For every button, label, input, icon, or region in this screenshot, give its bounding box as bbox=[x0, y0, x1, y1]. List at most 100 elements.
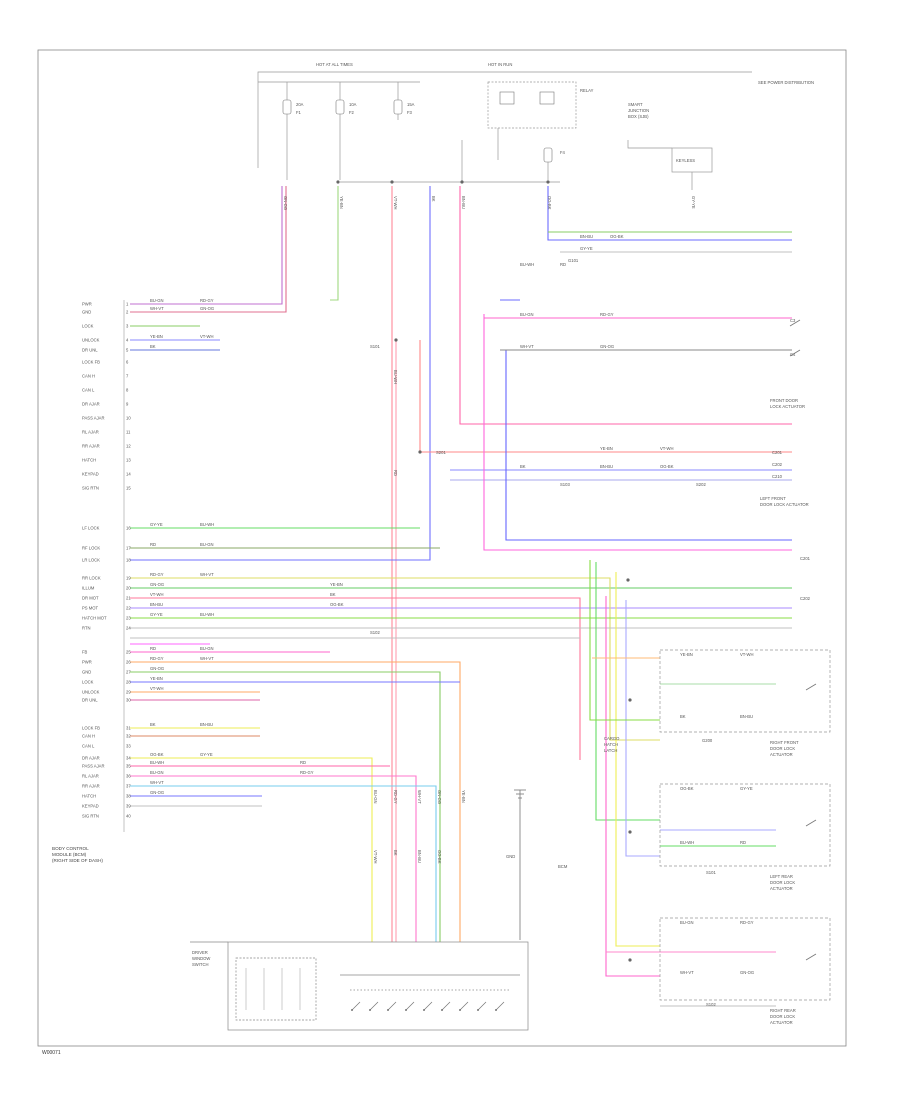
bcm-pin-number: 29 bbox=[126, 690, 131, 695]
bcm-pin-label: RL AJAR bbox=[82, 430, 99, 435]
switch-terminal bbox=[477, 1009, 479, 1011]
driver-window-label-1: DRIVER bbox=[192, 950, 208, 955]
wire-code-label: VT-WH bbox=[393, 196, 398, 210]
wire-code-label: BN-BU bbox=[580, 234, 593, 239]
wire-code-label: WH-VT bbox=[200, 656, 214, 661]
wire-code-label: BK bbox=[431, 196, 436, 202]
bcm-pin-number: 38 bbox=[126, 794, 131, 799]
left-front-label-1: LEFT FRONT bbox=[760, 496, 786, 501]
bcm-title-3: (RIGHT SIDE OF DASH) bbox=[52, 858, 103, 863]
switch-contact-icon bbox=[351, 1001, 361, 1011]
wire-code-label: BU-GN bbox=[520, 312, 534, 317]
wire-segment bbox=[459, 186, 792, 425]
switch-contact-icon bbox=[805, 683, 817, 691]
wire-code-label: BU-GN bbox=[373, 790, 378, 804]
bcm-pin-number: 8 bbox=[126, 388, 129, 393]
wire-code-label: BU-GN bbox=[200, 542, 214, 547]
bcm-pin-number: 25 bbox=[126, 650, 131, 655]
bcm-pin-label: RR AJAR bbox=[82, 444, 100, 449]
wire-segment bbox=[505, 350, 792, 541]
bcm-pin-number: 11 bbox=[126, 430, 131, 435]
bcm-pin-number: 40 bbox=[126, 814, 131, 819]
bcm-pin-number: 14 bbox=[126, 472, 131, 477]
bcm-pin-number: 21 bbox=[126, 596, 131, 601]
bcm-pin-number: 22 bbox=[126, 606, 131, 611]
power-distribution bbox=[257, 71, 752, 190]
fuse-label: 20A bbox=[296, 102, 304, 107]
wire-segment bbox=[130, 785, 437, 942]
splice-label: G101 bbox=[568, 258, 579, 263]
bcm-pin-label: LR LOCK bbox=[82, 558, 100, 563]
bcm-pin-number: 5 bbox=[126, 348, 129, 353]
left-rear-label-3: ACTUATOR bbox=[770, 886, 793, 891]
bcm-pin-label: GND bbox=[82, 670, 91, 675]
bcm-pin-label: UNLOCK bbox=[82, 338, 100, 343]
bcm-title-1: BODY CONTROL bbox=[52, 846, 89, 851]
wire-code-label: BU-WH bbox=[680, 840, 694, 845]
splice-label: S101 bbox=[370, 344, 380, 349]
connector-label: C202 bbox=[772, 462, 783, 467]
wire-segment bbox=[625, 600, 660, 857]
bcm-pin-number: 17 bbox=[126, 546, 131, 551]
splice-dot bbox=[546, 180, 550, 184]
connector-label: C202 bbox=[800, 596, 811, 601]
bcm-pin-label: RL AJAR bbox=[82, 774, 99, 779]
wire-code-label: BN-BU bbox=[600, 464, 613, 469]
wire-code-label: BK bbox=[393, 850, 398, 856]
front-door-label-1: FRONT DOOR bbox=[770, 398, 798, 403]
wire-segment bbox=[130, 186, 287, 313]
switch-contact-icon bbox=[789, 349, 801, 357]
wire-code-label: WH-VT bbox=[150, 306, 164, 311]
wire-code-label: BN-BU bbox=[740, 714, 753, 719]
wire-code-label: WH-VT bbox=[200, 572, 214, 577]
wire-code-label: YE-BN bbox=[330, 582, 343, 587]
wire-code-label: RD-GY bbox=[740, 920, 754, 925]
bcm-pin-label: SIG RTN bbox=[82, 486, 99, 491]
bcm-ref-label: BCM bbox=[558, 864, 568, 869]
wire-code-label: BK bbox=[330, 592, 336, 597]
relay-label: RELAY bbox=[580, 88, 594, 93]
wire-code-label: RD bbox=[560, 262, 566, 267]
fuse-icon bbox=[393, 99, 403, 115]
wire-code-label: BK bbox=[680, 714, 686, 719]
wire-segment bbox=[130, 757, 373, 942]
bcm-pin-label: ILLUM bbox=[82, 586, 95, 591]
bcm-pin-label: FB bbox=[82, 650, 88, 655]
bcm-pin-number: 7 bbox=[126, 374, 129, 379]
switch-terminal bbox=[459, 1009, 461, 1011]
driver-window-switch bbox=[190, 941, 529, 1031]
wire-code-label: RD bbox=[300, 760, 306, 765]
wire-code-label: WH-VT bbox=[520, 344, 534, 349]
bcm-pin-number: 18 bbox=[126, 558, 131, 563]
sjb-label-2: JUNCTION bbox=[628, 108, 649, 113]
bcm-pin-number: 19 bbox=[126, 576, 131, 581]
splice-dot bbox=[394, 338, 398, 342]
relay-icon bbox=[499, 91, 515, 105]
wire-segment bbox=[130, 671, 441, 942]
bcm-pin-label: RTN bbox=[82, 626, 91, 631]
wire-segment bbox=[483, 314, 792, 551]
splice-label: S201 bbox=[436, 450, 446, 455]
wire-segment bbox=[130, 597, 581, 760]
left-rear-label-1: LEFT REAR bbox=[770, 874, 793, 879]
right-rear-label-1: RIGHT REAR bbox=[770, 1008, 796, 1013]
bcm-pin-label: PS MOT bbox=[82, 606, 98, 611]
wire-code-label: VT-WH bbox=[200, 334, 214, 339]
splice-label: S102 bbox=[370, 630, 380, 635]
switch-terminal bbox=[369, 1009, 371, 1011]
wire-code-label: RD bbox=[740, 840, 746, 845]
figure-id: W00071 bbox=[42, 1050, 61, 1056]
bcm-pin-number: 36 bbox=[126, 774, 131, 779]
wire-code-label: BU-WH bbox=[200, 522, 214, 527]
left-rear-label-2: DOOR LOCK bbox=[770, 880, 795, 885]
wire-code-label: OG-BK bbox=[610, 234, 624, 239]
wire-code-label: OG-BK bbox=[150, 752, 164, 757]
bcm-pin-label: SIG RTN bbox=[82, 814, 99, 819]
bcm-pin-label: CAN L bbox=[82, 388, 95, 393]
wire-code-label: RD bbox=[393, 470, 398, 476]
wire-code-label: YE-BN bbox=[600, 446, 613, 451]
splice-dot bbox=[628, 958, 632, 962]
splice-dot bbox=[418, 450, 422, 454]
